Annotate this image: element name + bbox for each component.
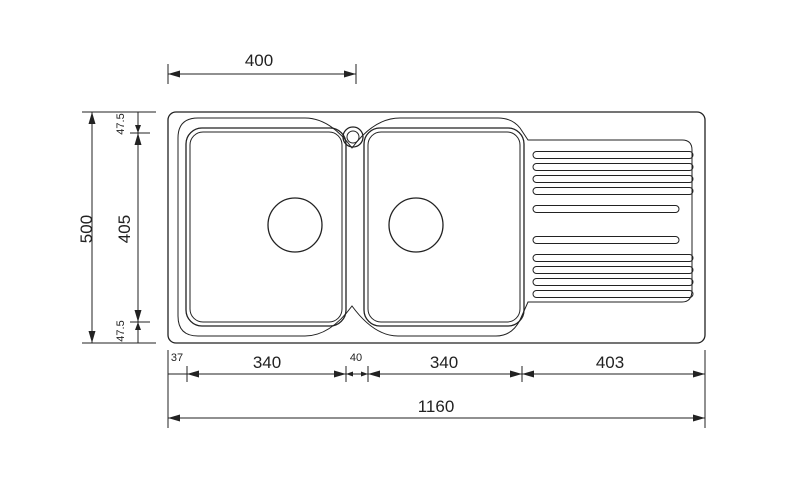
- left-drain-icon: [267, 197, 323, 253]
- drainer-groove: [532, 278, 694, 286]
- dim-top-width-label: 400: [245, 51, 273, 70]
- right-bowl: [363, 127, 525, 327]
- tap-hole: [342, 126, 364, 148]
- drainer-groove: [532, 151, 694, 159]
- right-drain-icon: [388, 197, 444, 253]
- drainer-groove: [532, 175, 694, 183]
- dim-drainer-label: 403: [596, 353, 624, 372]
- dim-top-width: 400: [167, 51, 357, 84]
- dim-left-bowl-label: 340: [253, 353, 281, 372]
- dim-bowl-gap-label: 40: [350, 352, 362, 364]
- dim-bottom-chain: 37 340 40 340 403: [167, 350, 706, 428]
- drainer-groove: [532, 236, 680, 244]
- dim-left-margin-label: 37: [171, 352, 183, 364]
- drainer-groove: [532, 254, 694, 262]
- drainer-groove: [532, 290, 694, 298]
- dim-overall-width-label: 1160: [418, 397, 455, 416]
- dim-top-margin-label: 47.5: [115, 113, 127, 134]
- sink-outline: [167, 111, 706, 344]
- drainer-groove: [532, 205, 680, 213]
- drainer-groove: [532, 266, 694, 274]
- dim-overall-width: 1160: [168, 397, 705, 422]
- drainer-groove: [532, 187, 694, 195]
- drainer-groove: [532, 163, 694, 171]
- drainer-grooves: [532, 151, 694, 298]
- dim-bottom-margin-label: 47.5: [115, 320, 127, 341]
- dim-overall-height: 500: [77, 111, 156, 344]
- dim-overall-height-label: 500: [77, 215, 96, 243]
- left-bowl: [185, 127, 347, 327]
- dim-inner-height-label: 405: [115, 215, 134, 243]
- dim-right-bowl-label: 340: [430, 353, 458, 372]
- dim-inner-height: 405 47.5 47.5: [115, 112, 150, 343]
